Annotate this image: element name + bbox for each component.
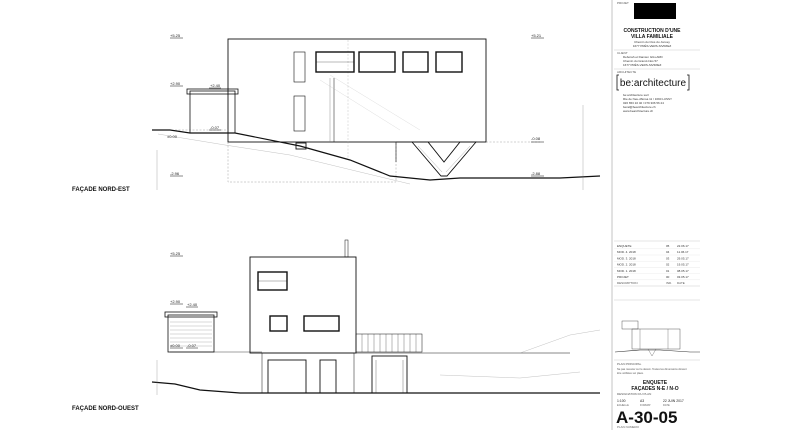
title-block: PROJET CONSTRUCTION D'UNE VILLA FAMILIAL… [611,0,700,430]
arch-line-2: Rte de Neu-d'Ensa 11 / 1690 LUSSY [623,97,672,101]
plan-number: A-30-05 [616,408,677,427]
ne-level-top-right: +5.21 [531,33,542,38]
ne-level-garage-floor: -0.07 [210,125,220,130]
logo-text: be:architecture [620,78,687,89]
arch-line-3: 026 653 10 40 / 079 306 56 24 [623,101,664,105]
arch-line-4: beral@bearchitecture.ch [623,105,656,109]
no-level-top-left: +5.25 [170,251,181,256]
revision-date: 29.05.17 [677,256,689,260]
ne-level-garage-top: +2.40 [210,83,221,88]
client-label: CLIENT [617,51,628,55]
ne-level-labels: +5.25 +5.21 +2.90 +2.40 -0.07 ±0.00 -0.0… [167,33,542,176]
no-bay-window-1 [267,359,307,394]
no-terrain [151,381,600,394]
no-terrace-railing [355,333,423,353]
revision-index: 02 [666,263,670,267]
no-door [319,359,337,394]
no-level-upper-left: +2.90 [170,299,181,304]
no-level-garage-top: +2.40 [187,302,198,307]
revision-desc: MOD. 1. 2018 [617,269,636,273]
rev-head-desc: DESCRIPTION [617,281,638,285]
architecte-label: ARCHITECTE [617,70,636,74]
scale-label: ECHELLE [617,403,629,407]
project-sub-1: Chemin du Clos du Jonvey [634,40,670,44]
ne-window-tall-1 [293,51,306,83]
arch-line-5: www.bearchitecture.ch [623,109,654,113]
rev-head-ind: IND. [666,281,672,285]
facade-nord-est [152,37,601,190]
revision-date: 19.05.17 [677,263,689,267]
plan-title: FAÇADES N-E / N-O [631,386,678,392]
plan-number-label: PLAN NUMERO [617,425,640,429]
rev-head-date: DATE [677,281,685,285]
projet-label: PROJET [617,1,629,5]
revision-desc: MOD. 4. 2018 [617,250,636,254]
plan-principal-label: PLAN PRINCIPAL [617,362,642,366]
project-title-1: CONSTRUCTION D'UNE [623,28,681,34]
revision-index: 03 [666,256,670,260]
ne-window-4 [435,51,463,73]
revision-date: 11.06.17 [677,250,689,254]
client-line-1: Deborah et Damien GILLARD [623,55,664,59]
ne-garage-roof [186,88,239,95]
ne-terrain [152,129,601,181]
ne-main-volume [227,38,487,143]
ne-level-upper-left: +2.90 [170,81,181,86]
revision-index: 04 [666,250,670,254]
scale-value: 1:100 [617,399,626,403]
phase-title: ENQUETE [643,380,668,386]
ne-v-pillar [411,141,477,177]
date-label: DATE [663,403,670,407]
revision-desc: ENQUETE [617,244,632,248]
revision-index: 05 [666,244,670,248]
no-window-3 [303,315,340,332]
no-level-garage-floor: -0.07 [187,343,197,348]
no-bay-window-2 [371,355,408,394]
ne-window-2 [358,51,396,73]
revision-date: 03.05.17 [677,275,689,279]
revision-table: DESCRIPTION IND. DATE ENQUETE 05 22.06.17M… [614,240,700,287]
format-value: A3 [640,399,644,403]
revision-date: 22.06.17 [677,244,689,248]
redacted-block [634,3,676,19]
ne-level-bottom-right: -2.88 [531,171,541,176]
revision-desc: MOD. 3. 2018 [617,256,636,260]
revision-index: 00 [666,275,670,279]
ne-window-tall-2 [293,95,306,132]
no-level-labels: +5.25 +2.90 +2.40 ±0.00 -0.07 [170,251,198,348]
revision-desc: MOD. 2. 2018 [617,263,636,267]
ne-window-3 [402,51,429,73]
revision-index: 01 [666,269,670,273]
no-window-2 [269,315,288,332]
format-label: FORMAT [640,403,651,407]
note-line-2: être vérifiées sur place. [617,371,644,375]
ne-level-ground-left: ±0.00 [167,134,178,139]
ne-level-bottom-left: -2.96 [170,171,180,176]
revision-desc: PROJET [617,275,629,279]
facade-nord-ouest [151,239,601,395]
label-facade-nord-ouest: FAÇADE NORD-OUEST [72,406,139,412]
revision-date: 08.05.17 [677,269,689,273]
ne-level-top-left: +5.25 [170,33,181,38]
ne-level-ground-right: -0.08 [531,136,541,141]
ne-window-small [295,142,307,150]
date-value: 22 JUIN 2017 [663,399,684,403]
project-title-2: VILLA FAMILIALE [631,34,674,40]
no-ground-floor [261,352,355,394]
note-line-1: Ne pas mesurer sur le dessin. Toutes les… [617,367,687,371]
client-line-3: 1677 PRÉS-VERS-SIVIRIEZ [623,62,662,67]
designation-label: DESIGNATION DU PLAN [617,392,651,396]
client-line-2: Chemin du Grand-Clos 57 [623,59,658,63]
label-facade-nord-est: FAÇADE NORD-EST [72,187,130,193]
arch-line-1: be:architecture sarl [623,93,649,97]
key-plan [614,320,700,357]
project-sub-2: 1677 PRÉS-VERS-SIVIRIEZ [633,43,672,48]
architect-logo: be:architecture [616,74,690,91]
no-level-ground-left: ±0.00 [170,343,181,348]
